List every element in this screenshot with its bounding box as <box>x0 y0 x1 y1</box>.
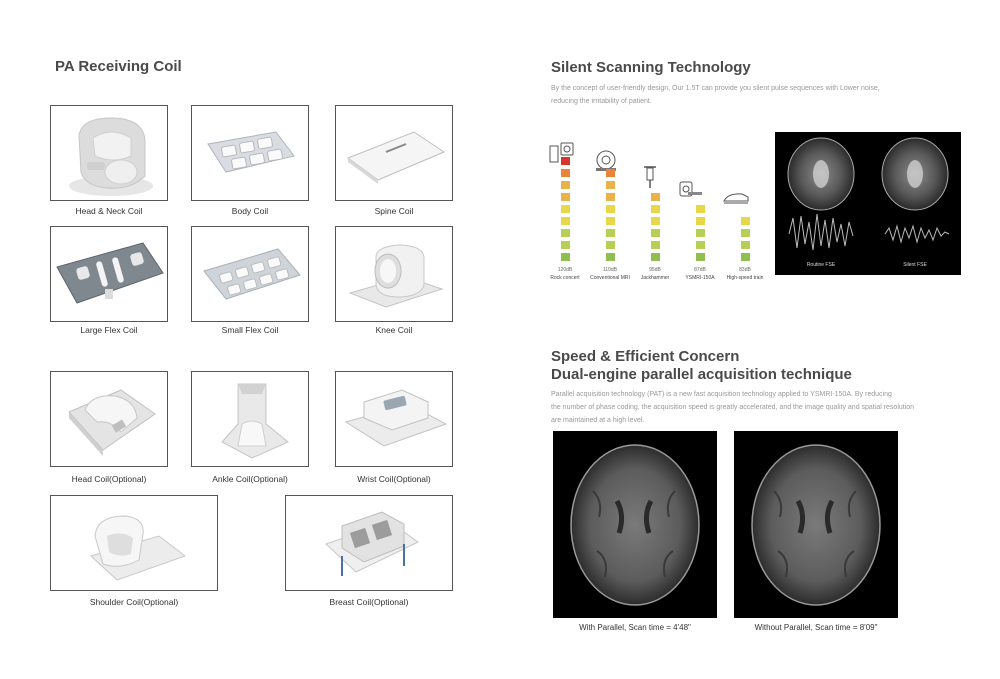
coil-image-spine <box>335 105 453 201</box>
train-icon <box>722 191 750 210</box>
coil-label: Spine Coil <box>374 206 414 216</box>
guitar-icon <box>547 140 577 171</box>
coil-image-small-flex <box>191 226 309 322</box>
noise-level-segment <box>606 181 615 189</box>
noise-level-segment <box>561 253 570 261</box>
noise-level-segment <box>561 229 570 237</box>
noise-level-segment <box>696 241 705 249</box>
coil-image-large-flex <box>50 226 168 322</box>
noise-db-label: 110dB <box>602 267 618 273</box>
noise-level-segment <box>696 229 705 237</box>
coil-image-head-neck <box>50 105 168 201</box>
noise-level-segment <box>606 205 615 213</box>
speed-description-line: Parallel acquisition technology (PAT) is… <box>551 391 892 398</box>
noise-level-segment <box>696 205 705 213</box>
silent-description-line: reducing the irritability of patient. <box>551 98 652 105</box>
mri-without-parallel-image <box>734 431 898 618</box>
noise-db-label: 87dB <box>694 267 706 273</box>
noise-level-segment <box>696 217 705 225</box>
ysmri-machine-icon <box>678 180 704 205</box>
mri-with-parallel-image <box>553 431 717 618</box>
coil-image-head <box>50 371 168 467</box>
noise-db-label: 83dB <box>739 267 751 273</box>
noise-db-label: 120dB <box>557 267 573 273</box>
noise-source-label: YSMRI-150A <box>685 275 715 281</box>
noise-level-segment <box>741 241 750 249</box>
coil-label: Large Flex Coil <box>80 325 138 335</box>
noise-level-segment <box>651 241 660 249</box>
noise-source-label: High-speed train <box>726 275 764 281</box>
noise-level-segment <box>651 205 660 213</box>
coil-label: Head & Neck Coil <box>75 206 143 216</box>
coil-image-body <box>191 105 309 201</box>
noise-level-segment <box>561 157 570 165</box>
coil-label: Wrist Coil(Optional) <box>357 474 431 484</box>
noise-source-label: Rock concert <box>550 275 580 281</box>
noise-level-segment <box>561 181 570 189</box>
noise-level-segment <box>606 217 615 225</box>
noise-level-segment <box>606 169 615 177</box>
noise-level-segment <box>741 217 750 225</box>
with-parallel-caption: With Parallel, Scan time = 4'48" <box>579 623 691 632</box>
speed-title-line-1: Speed & Efficient Concern <box>551 348 740 365</box>
silent-description: By the concept of user-friendly design, … <box>551 82 971 108</box>
coil-image-wrist <box>335 371 453 467</box>
noise-level-segment <box>561 217 570 225</box>
coil-image-knee <box>335 226 453 322</box>
without-parallel-caption: Without Parallel, Scan time = 8'09" <box>754 623 878 632</box>
coil-image-breast <box>285 495 453 591</box>
noise-level-segment <box>561 193 570 201</box>
coil-label: Ankle Coil(Optional) <box>212 474 288 484</box>
silent-fse-label: Silent FSE <box>903 262 927 268</box>
noise-level-segment <box>606 241 615 249</box>
silent-section-title: Silent Scanning Technology <box>551 59 751 76</box>
noise-level-segment <box>741 229 750 237</box>
noise-level-segment <box>651 193 660 201</box>
noise-source-label: Jackhammer <box>640 275 670 281</box>
speed-description-line: the number of phase coding, the acquisit… <box>551 404 915 411</box>
coil-label: Breast Coil(Optional) <box>329 597 409 607</box>
coil-label: Shoulder Coil(Optional) <box>89 597 179 607</box>
coil-label: Head Coil(Optional) <box>71 474 147 484</box>
coil-label: Small Flex Coil <box>221 325 279 335</box>
noise-level-segment <box>561 241 570 249</box>
jackhammer-icon <box>640 164 660 195</box>
coil-section-title: PA Receiving Coil <box>55 58 182 75</box>
speed-title-line-2: Dual-engine parallel acquisition techniq… <box>551 366 852 383</box>
noise-db-label: 95dB <box>649 267 661 273</box>
noise-level-segment <box>606 253 615 261</box>
speed-section-title: Speed & Efficient Concern Dual-engine pa… <box>551 348 852 384</box>
coil-label: Knee Coil <box>375 325 413 335</box>
coil-label: Body Coil <box>231 206 269 216</box>
coil-image-ankle <box>191 371 309 467</box>
silent-mri-comparison-image: Routine FSE Silent FSE <box>775 132 961 275</box>
routine-fse-label: Routine FSE <box>806 262 836 268</box>
noise-level-segment <box>561 205 570 213</box>
noise-level-segment <box>651 217 660 225</box>
silent-description-line: By the concept of user-friendly design, … <box>551 85 880 92</box>
noise-level-segment <box>696 253 705 261</box>
speed-description: Parallel acquisition technology (PAT) is… <box>551 388 971 427</box>
coil-image-shoulder <box>50 495 218 591</box>
noise-level-chart: 120dB Rock concert 110dB Conventional MRI 95… <box>540 157 770 295</box>
speed-description-line: are maintained at a high level. <box>551 417 645 424</box>
noise-level-segment <box>651 229 660 237</box>
noise-level-segment <box>606 229 615 237</box>
noise-level-segment <box>651 253 660 261</box>
noise-level-segment <box>741 253 750 261</box>
noise-level-segment <box>561 169 570 177</box>
noise-source-label: Conventional MRI <box>590 275 630 281</box>
noise-level-segment <box>606 193 615 201</box>
